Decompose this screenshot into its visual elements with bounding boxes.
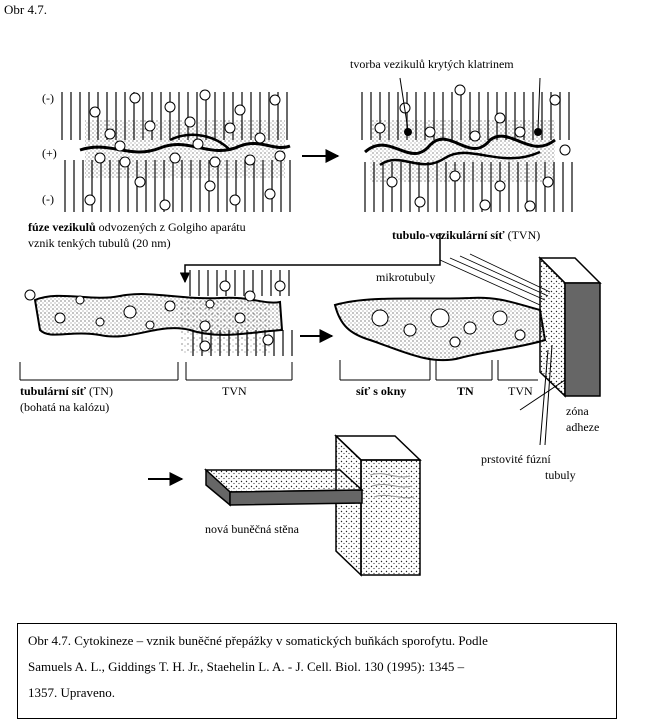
adhesion-zone-label-line1: zóna [566,404,589,418]
stage4-tvn-label: TVN [508,384,533,398]
stage2-caption: tubulo-vezikulární síť (TVN) [392,228,540,242]
stage5-drawing [204,434,422,577]
clathrin-vesicle-label: tvorba vezikulů krytých klatrinem [350,57,514,71]
stage3-tvn-label: TVN [222,384,247,398]
stage1-caption-line1: fúze vezikulů odvozených z Golgiho apará… [28,220,246,234]
tvn-term: tubulo-vezikulární síť [392,228,505,242]
cytokinesis-diagram [19,77,602,577]
figure-caption: Obr 4.7. Cytokineze – vznik buněčné přep… [17,623,617,719]
tvn-abbr: (TVN) [504,228,541,242]
pole-plus-label: (+) [42,146,57,160]
caption-line3: 1357. Upraveno. [28,685,116,700]
fusion-tubules-label-line2: tubuly [545,468,576,482]
vesicle-fusion-term: fúze vezikulů [28,220,96,234]
stage4-tn-label: TN [457,384,474,398]
adhesion-zone-label-line2: adheze [566,420,600,434]
stage3-caption-line2: (bohatá na kalózu) [20,400,110,414]
stage3-caption-line1: tubulární síť (TN) [20,384,113,398]
stage1-drawing [61,89,291,212]
pole-minus-top-label: (-) [42,91,54,105]
stage1-caption-rest: odvozených z Golgiho aparátu [95,220,246,234]
stage1-caption-line2: vznik tenkých tubulů (20 nm) [28,236,171,250]
tn-abbr: (TN) [85,384,113,398]
fusion-tubules-label-line1: prstovité fúzní [481,452,551,466]
microtubules-label: mikrotubuly [376,270,436,284]
stage3-drawing [19,270,293,381]
caption-line1: Obr 4.7. Cytokineze – vznik buněčné přep… [28,633,488,648]
fenestrated-sheet-label: síť s okny [356,384,407,398]
figure-label: Obr 4.7. [4,2,47,17]
stage4-drawing [333,253,602,446]
connector-arrow [179,233,441,284]
stage2-drawing [361,77,573,212]
pole-minus-bottom-label: (-) [42,192,54,206]
new-cell-wall-label: nová buněčná stěna [205,522,299,536]
tn-term: tubulární síť [20,384,86,398]
caption-line2: Samuels A. L., Giddings T. H. Jr., Staeh… [28,659,465,674]
